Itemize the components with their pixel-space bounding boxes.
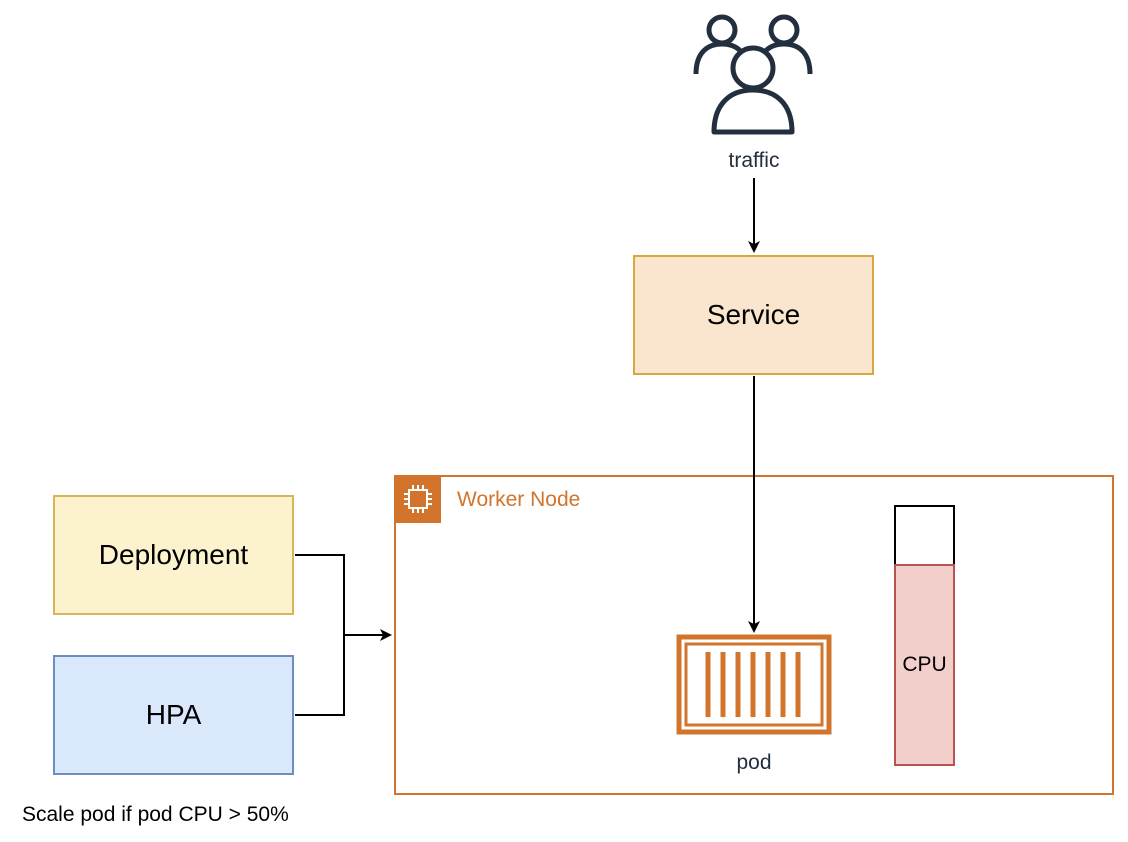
hpa-connector [295,635,345,716]
deployment-box: Deployment [53,495,294,615]
cpu-label: CPU [902,653,947,676]
service-box: Service [633,255,874,375]
hpa-label: HPA [145,699,202,730]
cpu-gauge-fill: CPU [894,564,955,766]
ec2-chip-icon [394,475,441,523]
cpu-gauge-empty [894,505,955,566]
hpa-box: HPA [53,655,294,775]
worker-node-label: Worker Node [457,488,581,511]
traffic-label: traffic [728,149,780,172]
deployment-label: Deployment [98,539,249,570]
pod-label: pod [736,751,772,774]
users-group-icon [690,12,815,137]
container-icon [676,634,832,735]
service-label: Service [706,299,801,330]
deployment-connector [295,554,345,635]
scaling-caption: Scale pod if pod CPU > 50% [22,803,289,826]
